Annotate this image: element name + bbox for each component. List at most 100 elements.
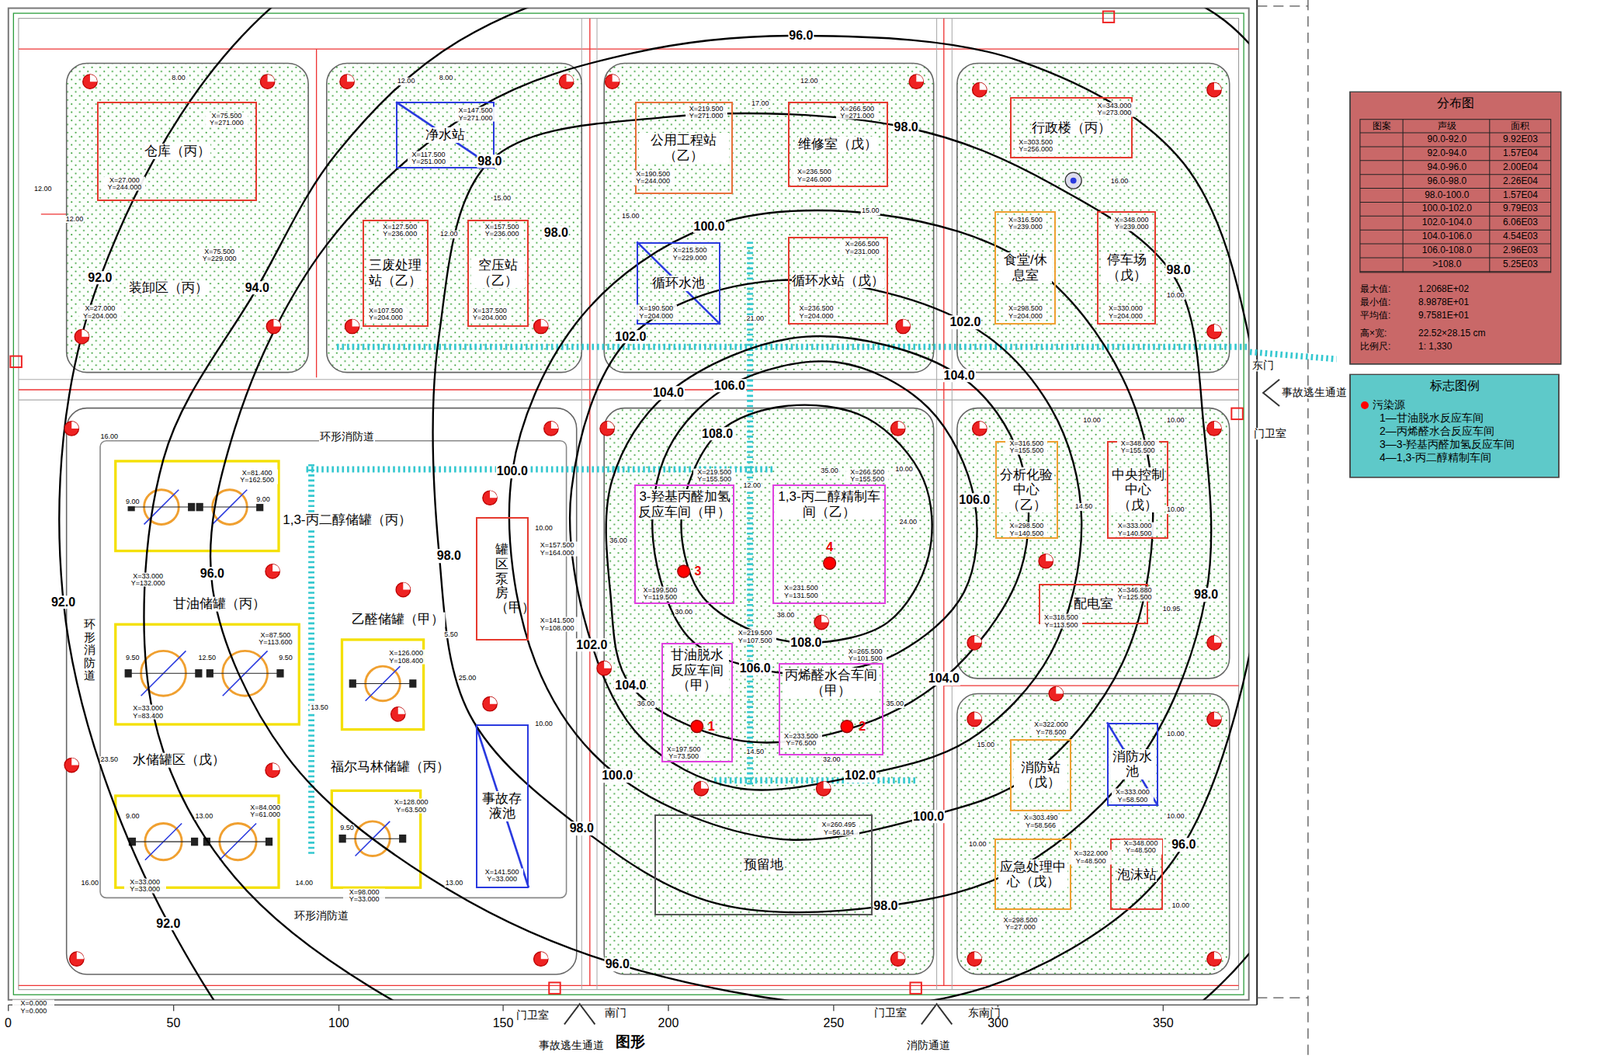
coordinate: X=318.500 Y=113.500	[1040, 614, 1083, 629]
coordinate: X=27.000 Y=244.000	[103, 176, 146, 191]
contour-label: 102.0	[948, 315, 982, 330]
site-boundary	[1256, 996, 1309, 998]
fire-hydrant	[64, 74, 1222, 966]
fire-hydrant	[814, 614, 829, 629]
table-grid	[1360, 119, 1552, 273]
coordinate: X=348.000 Y=155.500	[1117, 439, 1160, 455]
storage-tank	[128, 673, 198, 674]
fire-hydrant	[1207, 324, 1222, 339]
fire-hydrant	[600, 421, 615, 436]
coordinate: X=127.500 Y=236.000	[378, 223, 421, 239]
pipelines	[944, 684, 1240, 686]
dimension: 36.00	[636, 700, 656, 709]
building-name: 循环水池	[652, 275, 705, 292]
fire-hydrant	[273, 319, 281, 327]
statistic: 22.52×28.15 cm	[1418, 328, 1486, 339]
road-label: 环形消防道	[83, 617, 97, 683]
noise-contour	[433, 113, 1212, 913]
table-cell: 4.54E03	[1502, 232, 1538, 243]
pipe-racks	[336, 343, 1250, 351]
axis	[1162, 1004, 1164, 1011]
fire-hydrant	[260, 74, 275, 89]
fire-hydrant	[979, 82, 987, 90]
dimension: 12.00	[799, 77, 820, 86]
fire-hydrant	[260, 74, 275, 89]
fire-hydrant	[64, 421, 79, 436]
dimension: 10.00	[1171, 902, 1191, 910]
dimension: 15.00	[621, 212, 641, 221]
dimension: 15.00	[492, 194, 512, 203]
fire-hydrant	[266, 319, 281, 334]
road-label: 门卫室	[1252, 427, 1288, 440]
coordinate: X=84.000 Y=61.000	[244, 804, 287, 820]
coordinate: X=348.000 Y=239.000	[1110, 215, 1153, 231]
dimension: 10.00	[1166, 506, 1186, 514]
storage-tank	[187, 503, 195, 512]
coordinate: X=197.500 Y=73.500	[662, 746, 705, 761]
table-cell: 96.0-98.0	[1426, 176, 1467, 187]
dimension: 25.00	[458, 674, 478, 683]
fire-hydrant	[967, 711, 982, 726]
contour-label: 108.0	[701, 426, 734, 441]
contour-label: 96.0	[604, 957, 631, 972]
table-cell: 图案	[1372, 121, 1392, 132]
coordinate: X=199.500 Y=119.500	[638, 586, 681, 602]
site-blocks	[603, 62, 934, 372]
dimension: 10.00	[1166, 812, 1186, 821]
contour-label: 94.0	[244, 281, 271, 296]
coordinate: X=266.500 Y=231.000	[841, 240, 884, 256]
fire-hydrant	[265, 763, 280, 778]
contour-label: 96.0	[1170, 838, 1197, 853]
building-name: 消防水池	[1110, 749, 1155, 780]
statistic: 平均值:	[1360, 311, 1391, 322]
fire-hydrant	[558, 74, 573, 89]
contour-label: 98.0	[1193, 588, 1219, 603]
table-cell: 102.0-104.0	[1422, 218, 1472, 229]
coordinate: X=190.500 Y=244.000	[631, 170, 674, 185]
coordinate: X=298.500 Y=27.000	[999, 916, 1042, 931]
fire-hydrant	[265, 564, 280, 579]
statistic: 比例尺:	[1360, 341, 1391, 352]
road-label: 事故逃生通道	[537, 1040, 605, 1052]
dimension: 5.50	[443, 631, 459, 639]
fire-hydrant	[890, 421, 905, 436]
fire-hydrant	[974, 711, 982, 719]
dimension: 10.00	[534, 524, 554, 533]
road-label: 消防通道	[905, 1040, 951, 1052]
fire-hydrant	[972, 82, 987, 97]
fire-hydrant	[267, 74, 275, 82]
fire-hydrant	[600, 421, 615, 436]
legend-text: 污染源	[1372, 398, 1406, 413]
site-boundary	[13, 13, 1244, 995]
legend-entry: 污染源	[1360, 398, 1406, 413]
table-cell: 1.57E04	[1502, 148, 1538, 159]
dimension: 10.00	[1166, 291, 1186, 300]
panel-fill	[1350, 374, 1559, 478]
axis-tick: 250	[823, 1016, 845, 1031]
coordinate: X=126.000 Y=108.400	[385, 649, 427, 665]
fire-hydrant	[534, 319, 549, 334]
table-cell: 2.26E04	[1502, 176, 1538, 187]
area-name: 水储罐区（戊）	[131, 753, 226, 768]
fire-hydrant	[76, 951, 84, 959]
coordinate: X=27.000 Y=204.000	[79, 305, 122, 320]
fire-hydrant	[603, 661, 611, 669]
dimension: 12.00	[742, 482, 762, 490]
fire-hydrant	[898, 421, 906, 429]
panel-fill	[1350, 91, 1562, 478]
fire-hydrant	[398, 707, 406, 715]
axis	[173, 1004, 174, 1011]
contour-label: 92.0	[155, 916, 181, 931]
dimension: 12.00	[396, 77, 417, 86]
coordinate: X=157.500 Y=164.000	[536, 541, 579, 557]
fire-hydrant	[814, 614, 829, 629]
road-label: 东门	[1251, 359, 1275, 372]
storage-tank	[349, 666, 417, 702]
axis-tick: 300	[987, 1016, 1009, 1031]
pipelines	[589, 18, 591, 986]
table-grid	[1360, 145, 1552, 147]
fire-hydrant	[895, 319, 910, 334]
table-grid	[1360, 173, 1552, 175]
contour-label: 92.0	[50, 595, 77, 610]
fire-hydrant	[605, 74, 620, 89]
